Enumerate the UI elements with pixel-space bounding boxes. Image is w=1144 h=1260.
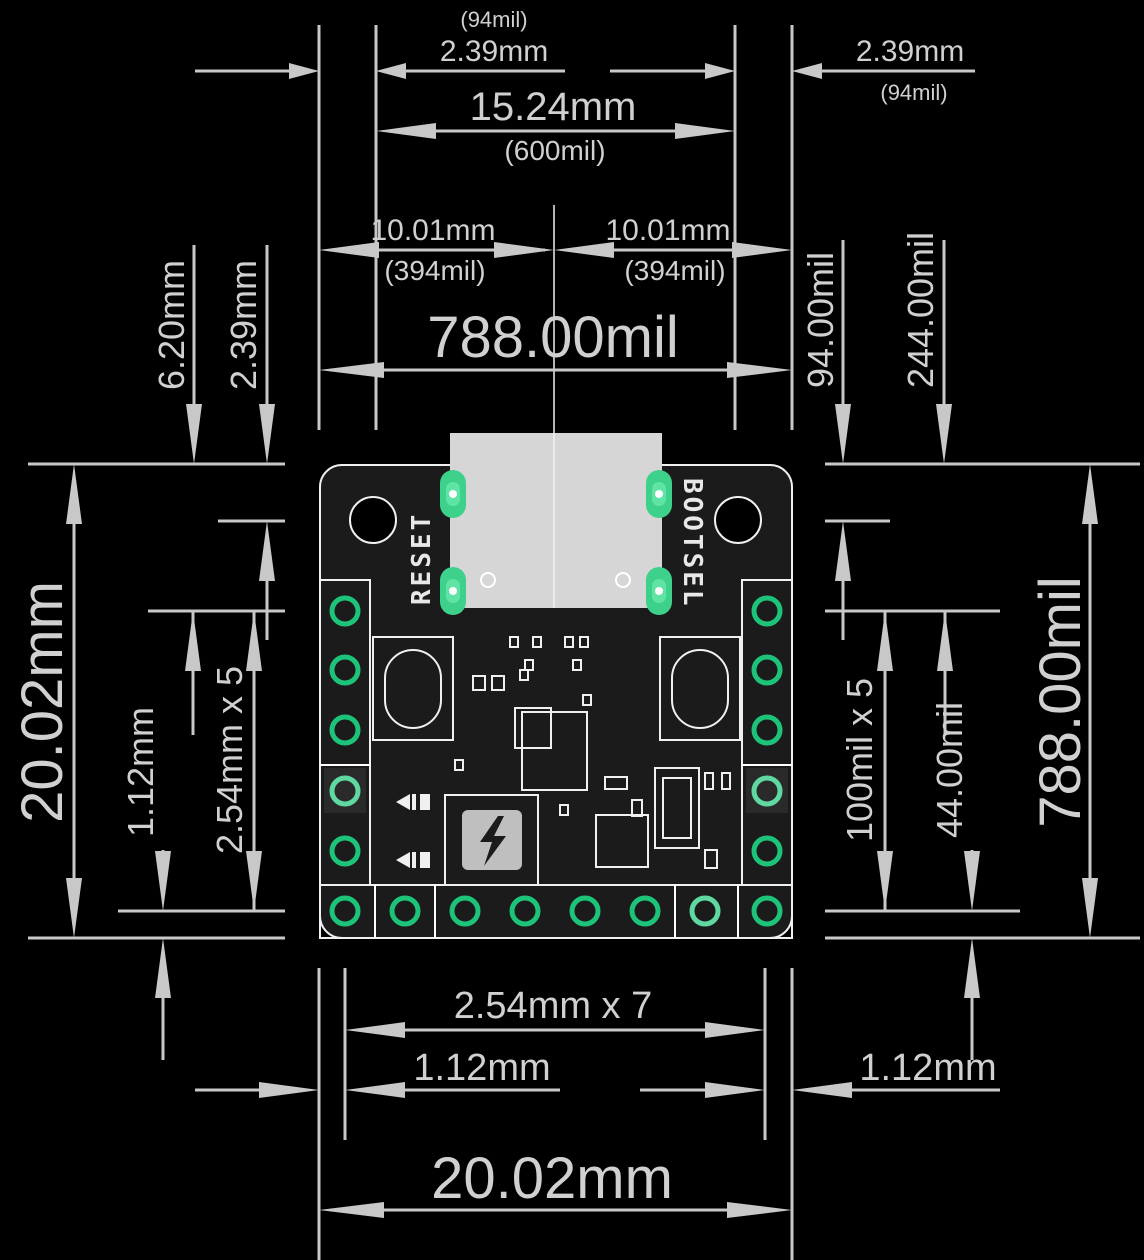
left-pitch-offset-mm: 1.12mm xyxy=(120,707,161,837)
right-half-mil: (394mil) xyxy=(624,255,725,286)
dimension-lines xyxy=(28,25,1140,1260)
top-left-margin-mil: (94mil) xyxy=(460,7,527,32)
board-height-mil: 788.00mil xyxy=(1028,576,1093,827)
right-pitch-offset-mil: 44.00mil xyxy=(929,702,970,838)
bottom-pitch-mm: 2.54mm x 7 xyxy=(454,985,653,1027)
bottom-right-offset-mm: 1.12mm xyxy=(859,1047,996,1089)
pcb-board: RESET BOOTSEL xyxy=(319,205,793,939)
mounting-hole-left xyxy=(349,496,397,544)
mcu-chip xyxy=(514,707,588,791)
usb-connector xyxy=(450,433,662,608)
left-half-mil: (394mil) xyxy=(384,255,485,286)
header-span-mm: 15.24mm xyxy=(470,85,637,129)
bootsel-label: BOOTSEL xyxy=(677,478,707,609)
crystal-footprint xyxy=(654,767,700,849)
regulator-footprint xyxy=(595,814,649,868)
top-right-margin-mil: (94mil) xyxy=(880,80,947,105)
bootsel-button-footprint xyxy=(659,636,741,741)
bottom-left-offset-mm: 1.12mm xyxy=(413,1047,550,1089)
board-height-mm: 20.02mm xyxy=(10,581,75,823)
usb-peg-left xyxy=(480,572,496,588)
right-header-pads xyxy=(746,595,788,867)
right-half-mm: 10.01mm xyxy=(605,214,730,247)
usb-shell-slots xyxy=(440,470,672,615)
board-width-mm: 20.02mm xyxy=(431,1146,673,1211)
led-diodes xyxy=(396,794,430,868)
right-top-offset-mil: 94.00mil xyxy=(800,252,841,388)
mounting-hole-right xyxy=(714,496,762,544)
left-pitch-mm: 2.54mm x 5 xyxy=(209,666,250,854)
left-header-pads xyxy=(324,595,366,867)
power-icon xyxy=(444,794,539,886)
right-pitch-mil: 100mil x 5 xyxy=(839,678,880,842)
usb-inset-mm: 2.39mm xyxy=(223,260,264,390)
top-left-margin-mm: 2.39mm xyxy=(440,35,548,68)
board-width-mil: 788.00mil xyxy=(427,305,678,370)
reset-button-footprint xyxy=(372,636,454,741)
usb-overhang-mm: 6.20mm xyxy=(151,260,192,390)
reset-label: RESET xyxy=(407,512,437,605)
top-right-margin-mm: 2.39mm xyxy=(856,35,964,68)
left-half-mm: 10.01mm xyxy=(370,214,495,247)
bottom-header-pads xyxy=(329,895,783,927)
usb-peg-right xyxy=(615,572,631,588)
right-usb-mil: 244.00mil xyxy=(900,232,941,388)
header-span-mil: (600mil) xyxy=(504,135,605,166)
dimension-labels: (94mil) 2.39mm 2.39mm (94mil) 15.24mm (6… xyxy=(10,7,1093,1211)
bottom-header-outline xyxy=(319,884,793,939)
